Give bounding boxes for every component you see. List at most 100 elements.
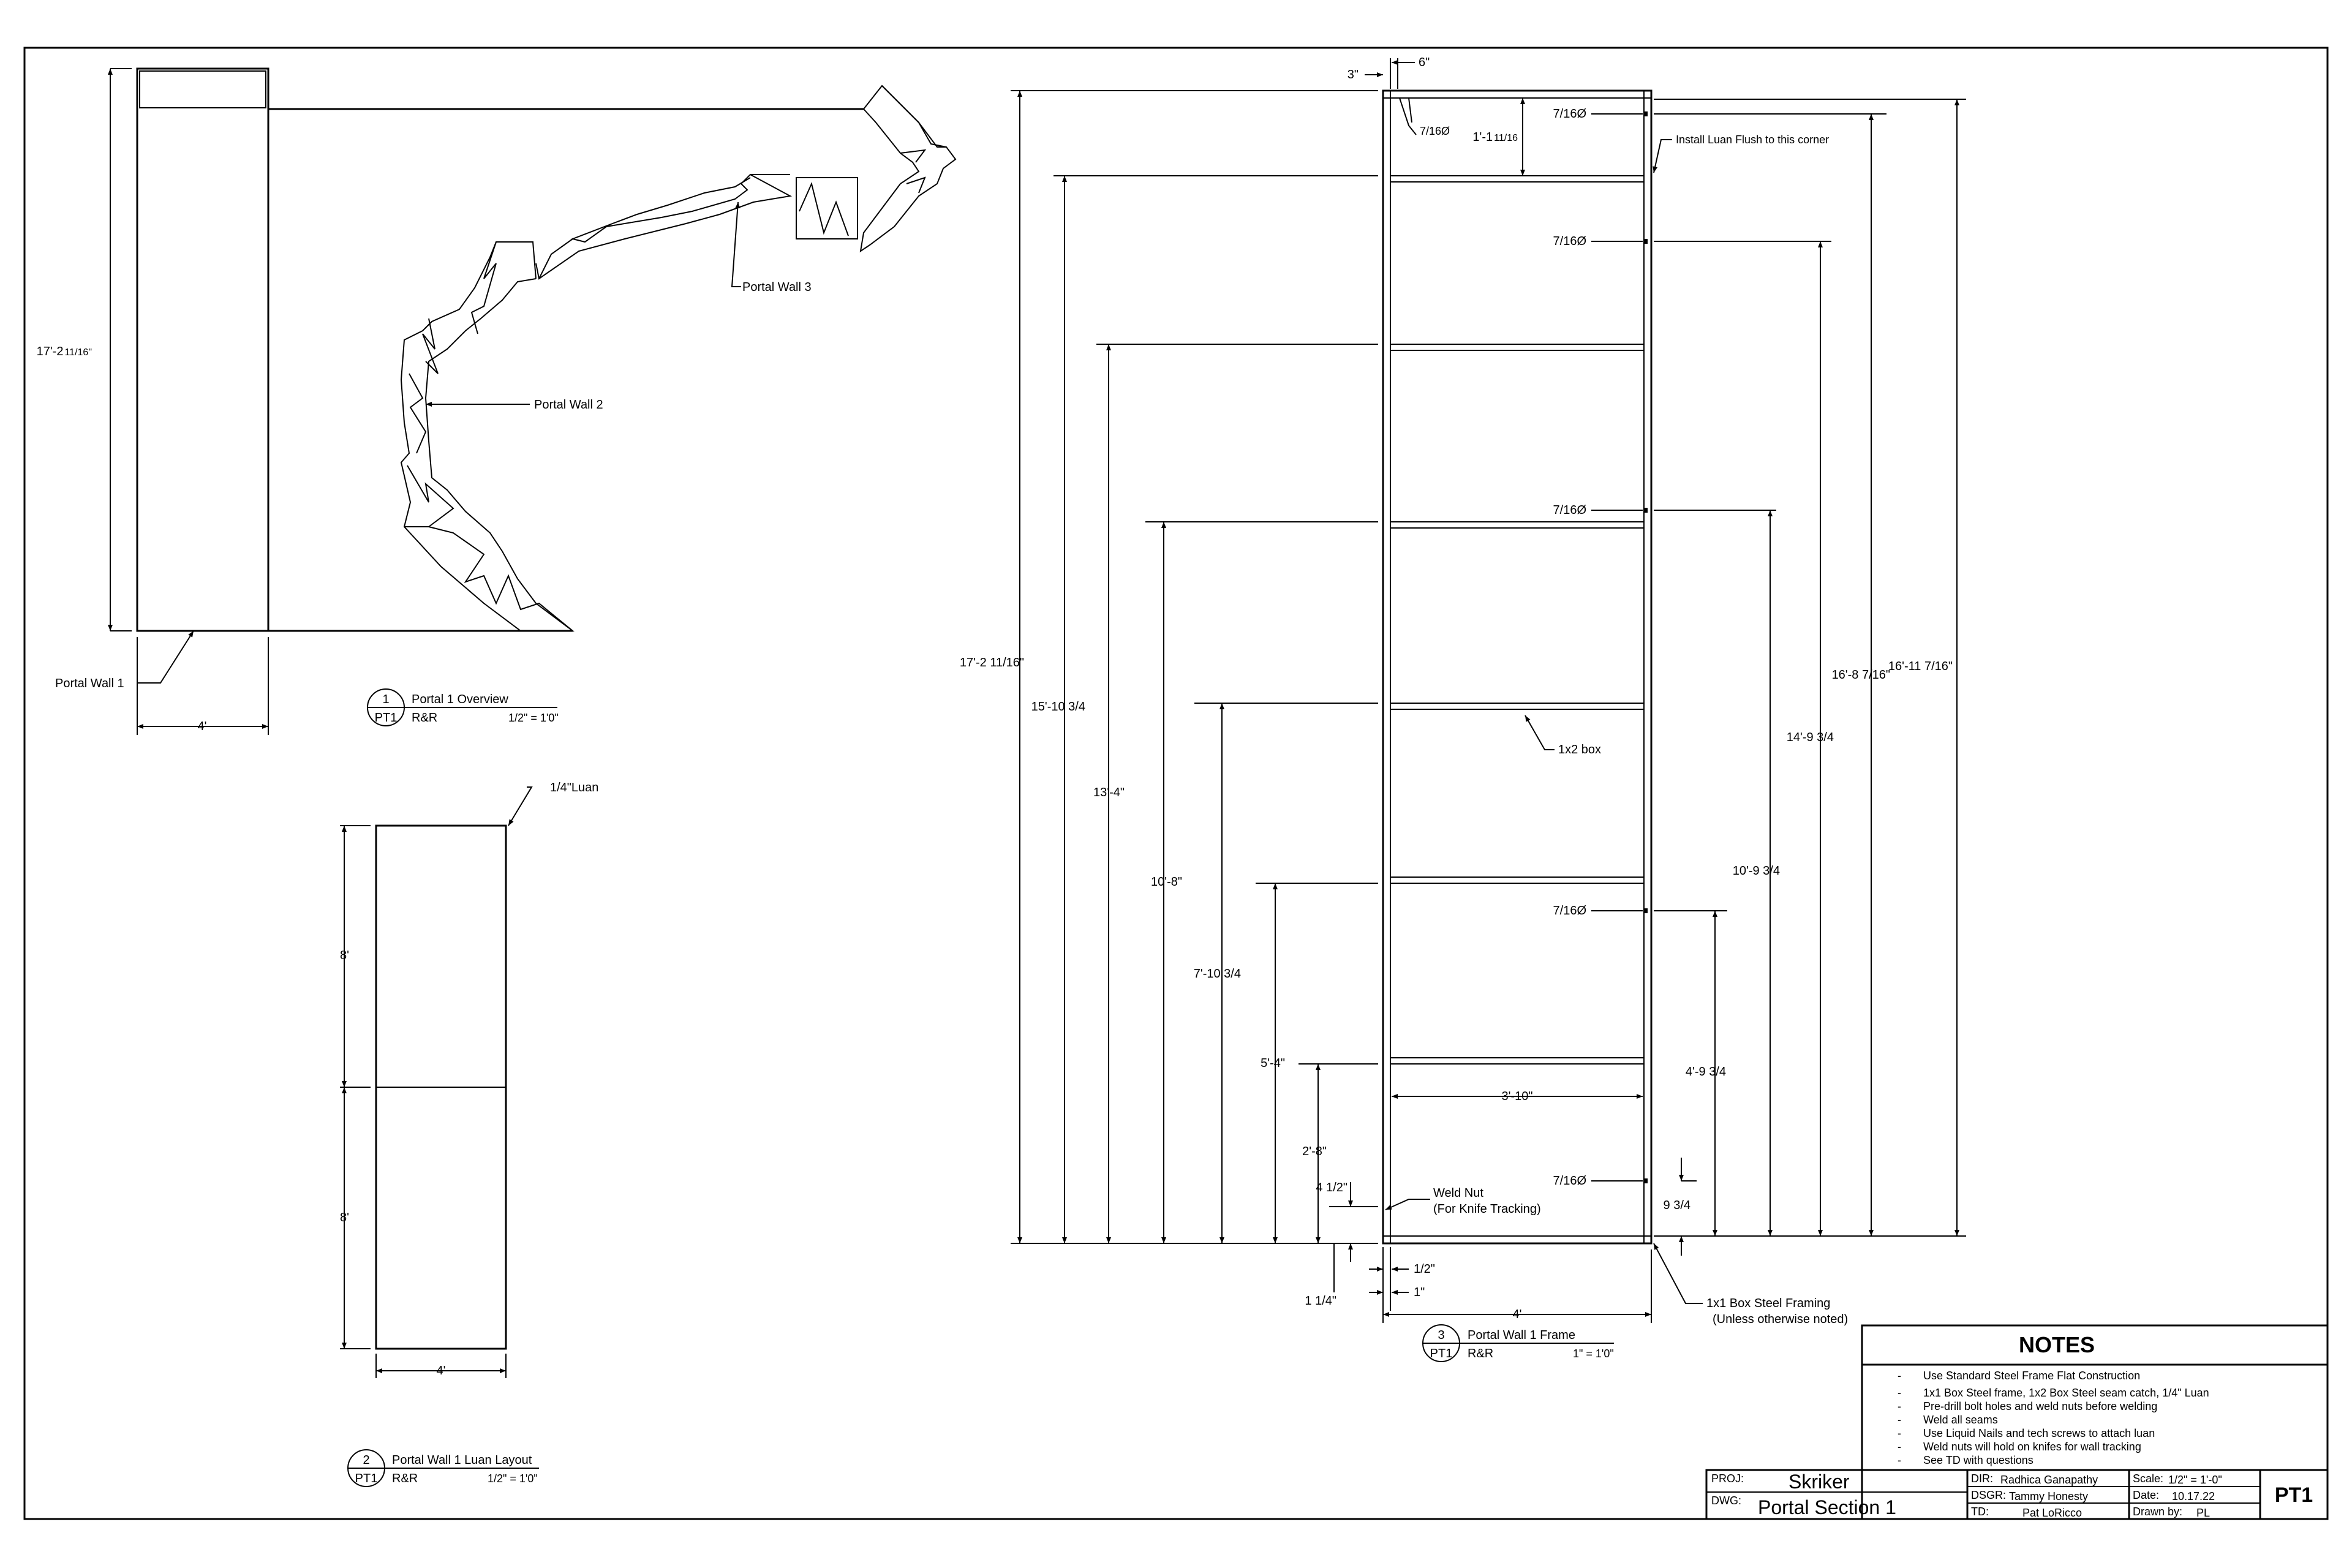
top-right-offset: 6" xyxy=(1419,56,1430,69)
weld-offset-dim: 4 1/2" xyxy=(1316,1181,1348,1194)
right-dim-3: 14'-9 3/4 xyxy=(1787,731,1834,744)
portal-wall-1-header xyxy=(139,70,266,108)
svg-text:-: - xyxy=(1898,1400,1901,1412)
right-dim-4: 10'-9 3/4 xyxy=(1733,864,1780,878)
sheet-scale: 1/2" = 1'-0" xyxy=(2168,1474,2222,1486)
bottom-quarter-dim: 1 1/4" xyxy=(1305,1294,1336,1308)
svg-text:Drawn by:: Drawn by: xyxy=(2133,1506,2182,1518)
left-dim-5: 7'-10 3/4 xyxy=(1194,967,1241,981)
note-item: See TD with questions xyxy=(1923,1454,2034,1466)
view-title-2: 2 PT1 Portal Wall 1 Luan Layout R&R 1/2"… xyxy=(347,1449,539,1487)
hole-label-3: 7/16Ø xyxy=(1553,503,1586,517)
svg-text:Scale:: Scale: xyxy=(2133,1472,2163,1485)
portal-wall-3-label: Portal Wall 3 xyxy=(742,281,812,294)
left-dim-6: 5'-4" xyxy=(1261,1057,1285,1070)
framing-note: 1x1 Box Steel Framing xyxy=(1706,1297,1830,1310)
weld-nut-sub: (For Knife Tracking) xyxy=(1433,1202,1541,1216)
svg-text:1" = 1'0": 1" = 1'0" xyxy=(1573,1348,1614,1360)
designer-name: Tammy Honesty xyxy=(2009,1490,2088,1502)
title-block: PROJ: Skriker DWG: Portal Section 1 DIR:… xyxy=(1705,1469,2329,1520)
frame-width-dim: 4' xyxy=(1513,1308,1522,1321)
drawing-name: Portal Section 1 xyxy=(1758,1496,1896,1518)
svg-text:-: - xyxy=(1898,1441,1901,1453)
left-dim-1: 17'-2 11/16" xyxy=(960,656,1024,669)
svg-text:1/2" = 1'0": 1/2" = 1'0" xyxy=(508,712,559,724)
svg-text:R&R: R&R xyxy=(1468,1347,1493,1360)
drawn-by: PL xyxy=(2196,1507,2210,1519)
left-dim-2: 15'-10 3/4 xyxy=(1031,700,1085,714)
portal-wall-3-shape xyxy=(535,85,957,280)
portal-wall-2-shape xyxy=(400,241,575,631)
right-dim-6: 9 3/4 xyxy=(1664,1199,1691,1212)
hole-label-2: 7/16Ø xyxy=(1553,235,1586,248)
svg-text:R&R: R&R xyxy=(412,711,437,725)
small-hole-dim: 7/16Ø xyxy=(1420,125,1450,137)
svg-text:DIR:: DIR: xyxy=(1971,1472,1993,1485)
framing-note-sub: (Unless otherwise noted) xyxy=(1713,1313,1848,1326)
luan-lower-dim: 8' xyxy=(340,1211,349,1224)
portal-wall-1-label: Portal Wall 1 xyxy=(55,677,124,690)
svg-text:R&R: R&R xyxy=(392,1472,418,1485)
left-dim-4: 10'-8" xyxy=(1151,875,1182,889)
hole-label-4: 7/16Ø xyxy=(1553,904,1586,918)
svg-text:1/2" = 1'0": 1/2" = 1'0" xyxy=(488,1472,538,1485)
overview-width-dim: 4' xyxy=(198,720,207,733)
td-name: Pat LoRicco xyxy=(2022,1507,2082,1519)
bottom-one-dim: 1" xyxy=(1414,1286,1425,1299)
sheet-number: PT1 xyxy=(2275,1483,2313,1507)
right-dim-5: 4'-9 3/4 xyxy=(1686,1065,1726,1079)
svg-text:DWG:: DWG: xyxy=(1711,1494,1741,1507)
svg-text:PT1: PT1 xyxy=(1430,1347,1453,1360)
left-dim-3: 13'-4" xyxy=(1093,786,1125,799)
svg-text:DSGR:: DSGR: xyxy=(1971,1489,2006,1501)
svg-text:-: - xyxy=(1898,1387,1901,1399)
frame-outer xyxy=(1382,89,1653,1245)
svg-text:PROJ:: PROJ: xyxy=(1711,1472,1744,1485)
note-item: Weld nuts will hold on knifes for wall t… xyxy=(1923,1441,2141,1453)
note-item: Use Standard Steel Frame Flat Constructi… xyxy=(1923,1370,2140,1382)
sheet-date: 10.17.22 xyxy=(2172,1490,2215,1502)
director-name: Radhica Ganapathy xyxy=(2000,1474,2098,1486)
luan-width-dim: 4' xyxy=(437,1364,446,1378)
view-3-title: Portal Wall 1 Frame xyxy=(1468,1329,1575,1342)
portal-wall-2-label: Portal Wall 2 xyxy=(534,398,603,412)
svg-text:-: - xyxy=(1898,1427,1901,1439)
right-dim-2: 16'-8 7/16" xyxy=(1832,668,1890,682)
view-title-3: 3 PT1 Portal Wall 1 Frame R&R 1" = 1'0" xyxy=(1422,1324,1614,1362)
svg-text:PT1: PT1 xyxy=(375,711,398,725)
note-item: Weld all seams xyxy=(1923,1414,1998,1426)
top-left-offset: 3" xyxy=(1348,68,1359,81)
svg-text:-: - xyxy=(1898,1454,1901,1466)
frame-rails xyxy=(1390,175,1644,1065)
weld-nut-label: Weld Nut xyxy=(1433,1186,1483,1200)
view-portal-overview: Portal Wall 3 Portal Wall 2 Portal Wall … xyxy=(37,67,957,735)
view-1-title: Portal 1 Overview xyxy=(412,693,508,706)
svg-text:1: 1 xyxy=(382,693,389,706)
box-label: 1x2 box xyxy=(1558,743,1601,756)
view-title-1: 1 PT1 Portal 1 Overview R&R 1/2" = 1'0" xyxy=(367,688,559,726)
install-luan-note: Install Luan Flush to this corner xyxy=(1676,134,1829,146)
notes-list: - Use Standard Steel Frame Flat Construct… xyxy=(1898,1370,2209,1466)
svg-text:2: 2 xyxy=(363,1453,369,1467)
bolt-holes: 7/16Ø 7/16Ø 7/16Ø 7/16Ø 7/16Ø xyxy=(1553,107,1648,1188)
luan-label: 1/4"Luan xyxy=(550,781,598,794)
right-dim-1: 16'-11 7/16" xyxy=(1888,660,1953,673)
notes-heading: NOTES xyxy=(2019,1332,2095,1357)
svg-text:-: - xyxy=(1898,1414,1901,1426)
view-2-title: Portal Wall 1 Luan Layout xyxy=(392,1453,532,1467)
sheet-border xyxy=(23,47,2329,1520)
hole-label-5: 7/16Ø xyxy=(1553,1174,1586,1188)
svg-text:3: 3 xyxy=(1438,1329,1444,1342)
hole-label-1: 7/16Ø xyxy=(1553,107,1586,121)
note-item: 1x1 Box Steel frame, 1x2 Box Steel seam … xyxy=(1923,1387,2209,1399)
svg-text:PT1: PT1 xyxy=(355,1472,378,1485)
inner-width-dim: 3'-10" xyxy=(1502,1090,1533,1103)
note-item: Use Liquid Nails and tech screws to atta… xyxy=(1923,1427,2155,1439)
view-luan-layout: 1/4"Luan 8' 8' 4' 2 PT1 Portal Wall 1 Lu… xyxy=(340,781,598,1487)
note-item: Pre-drill bolt holes and weld nuts befor… xyxy=(1923,1400,2157,1412)
left-dim-7: 2'-8" xyxy=(1302,1145,1327,1158)
